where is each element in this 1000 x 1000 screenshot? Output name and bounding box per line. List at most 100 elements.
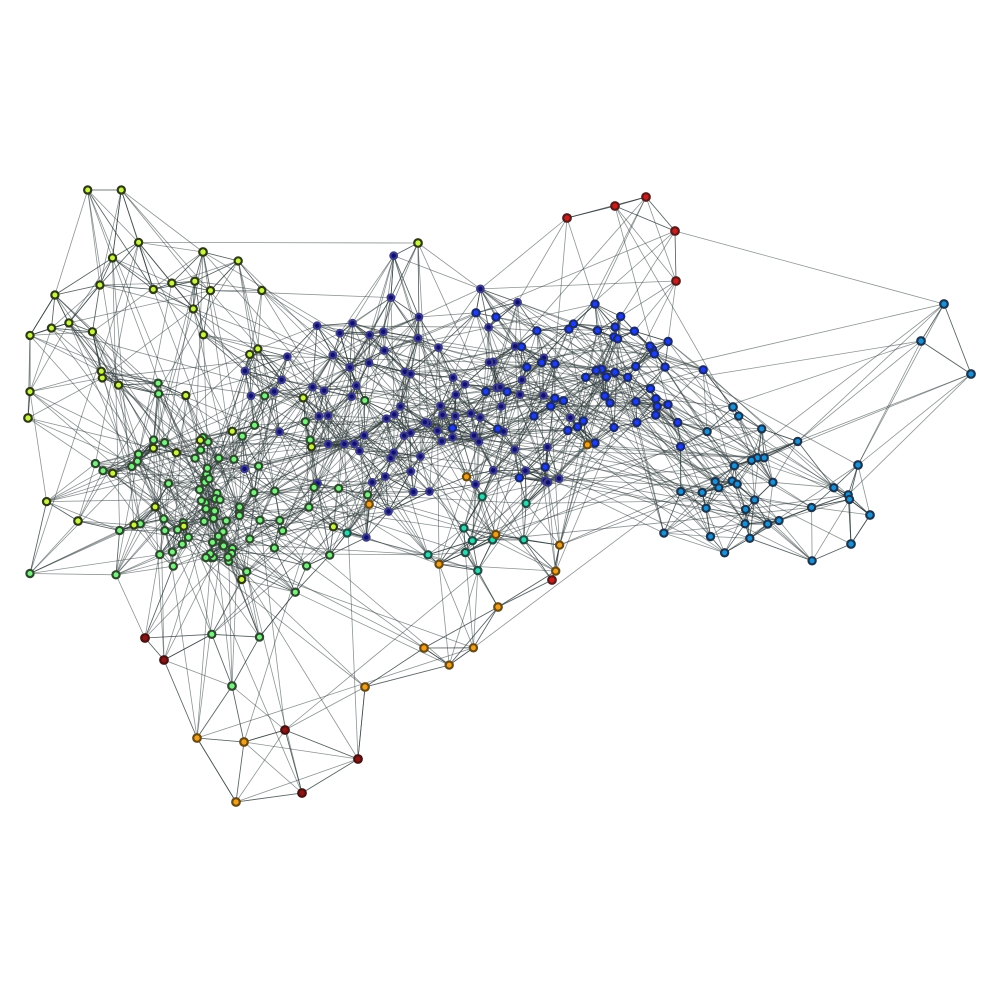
graph-edge — [46, 463, 96, 502]
graph-node-blue — [651, 410, 661, 420]
graph-edge — [46, 439, 311, 502]
graph-node-blue — [645, 383, 656, 394]
graph-edge — [51, 327, 304, 399]
graph-edge — [454, 415, 493, 541]
graph-edge — [472, 540, 479, 571]
graph-edge — [282, 450, 360, 532]
graph-edge — [680, 457, 758, 492]
graph-node-navy — [566, 413, 575, 423]
graph-node-green — [249, 420, 260, 430]
graph-node-navy — [517, 375, 527, 385]
graph-edge — [543, 196, 647, 396]
graph-edge — [503, 431, 588, 446]
graph-node-teal — [473, 565, 483, 576]
graph-edge — [202, 430, 233, 438]
graph-edge — [497, 570, 556, 608]
graph-edge — [68, 290, 211, 324]
graph-edge — [466, 370, 597, 478]
graph-node-sky — [705, 531, 716, 542]
graph-node-yellow-green — [87, 327, 98, 337]
graph-edge — [427, 422, 520, 479]
graph-edge — [202, 251, 325, 391]
graph-edge — [171, 282, 351, 368]
graph-node-blue — [601, 372, 612, 382]
graph-edge — [305, 421, 425, 423]
graph-edge — [29, 335, 102, 372]
graph-edge — [258, 465, 465, 529]
graph-node-blue — [675, 441, 686, 452]
graph-edge — [144, 566, 174, 639]
graph-node-navy — [380, 472, 390, 481]
graph-node-blue — [623, 372, 633, 382]
graph-node-blue — [563, 425, 573, 436]
graph-node-sky — [719, 548, 730, 558]
graph-edge — [368, 362, 479, 571]
graph-edge — [400, 406, 405, 436]
graph-edge — [448, 606, 499, 666]
graph-edge — [323, 366, 350, 391]
graph-node-yellow-green — [107, 253, 118, 263]
graph-edge — [566, 196, 647, 219]
graph-edge — [393, 452, 414, 493]
graph-node-green — [227, 681, 237, 691]
graph-edge — [583, 420, 615, 428]
graph-edge — [388, 511, 429, 556]
graph-node-blue — [631, 361, 641, 372]
graph-node-green — [260, 391, 270, 401]
graph-node-navy — [474, 437, 484, 447]
graph-edge — [286, 356, 313, 388]
graph-node-blue — [645, 341, 655, 351]
graph-edge — [492, 507, 812, 541]
graph-edge — [115, 565, 174, 576]
graph-edge — [27, 335, 31, 419]
graph-node-teal — [460, 547, 470, 558]
graph-edge — [383, 316, 420, 333]
graph-node-navy — [434, 343, 443, 352]
graph-edge — [390, 255, 395, 298]
graph-node-teal — [423, 550, 433, 560]
graph-edge — [318, 416, 329, 445]
graph-edge — [68, 322, 206, 483]
graph-edge — [745, 494, 849, 510]
graph-edge — [614, 372, 813, 562]
graph-edge — [163, 633, 212, 661]
graph-edge — [517, 302, 538, 332]
graph-edge — [797, 340, 922, 442]
graph-edge — [488, 326, 516, 347]
graph-edge — [329, 537, 367, 556]
graph-node-navy — [382, 414, 391, 424]
graph-edge — [243, 729, 286, 743]
graph-edge — [204, 506, 309, 522]
graph-edge — [210, 290, 391, 298]
graph-edge — [46, 472, 113, 502]
graph-edge — [68, 322, 102, 372]
graph-edge — [27, 417, 96, 464]
graph-node-blue — [481, 386, 491, 397]
graph-edge — [437, 430, 440, 565]
graph-edge — [772, 441, 799, 483]
graph-edge — [273, 391, 280, 432]
graph-edge — [364, 664, 450, 688]
graph-node-green — [114, 525, 125, 536]
graph-edge — [354, 441, 479, 445]
graph-node-navy — [466, 409, 476, 418]
graph-node-navy — [275, 427, 284, 437]
graph-edge — [368, 471, 411, 505]
graph-edge — [316, 325, 334, 356]
graph-node-blue — [698, 365, 708, 375]
graph-edge — [99, 284, 194, 310]
graph-edge — [751, 460, 774, 483]
graph-edge — [259, 520, 286, 731]
graph-node-navy — [406, 467, 416, 476]
graph-node-blue — [568, 319, 579, 329]
graph-edge — [253, 491, 430, 493]
graph-node-navy — [510, 445, 520, 454]
graph-node-red — [670, 226, 680, 236]
graph-edge — [27, 417, 216, 500]
graph-node-red — [547, 575, 557, 585]
graph-edge — [137, 283, 173, 462]
graph-edge — [54, 294, 119, 386]
graph-edge — [287, 332, 341, 358]
graph-edge — [163, 659, 233, 687]
graph-edge — [102, 377, 159, 395]
